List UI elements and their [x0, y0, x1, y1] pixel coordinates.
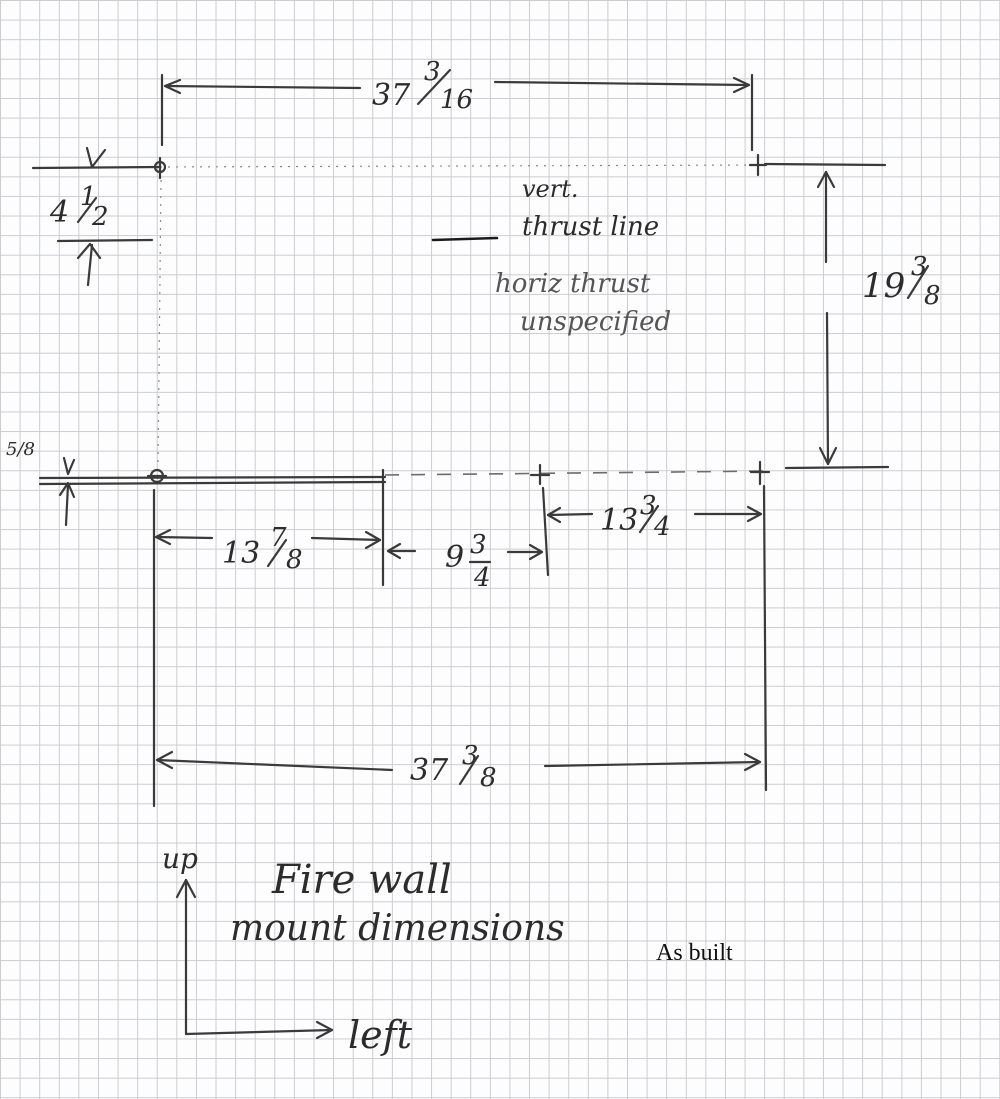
sketch-caption: Fire wall mount dimensions	[230, 857, 565, 949]
left-offset-den: 2	[91, 202, 109, 232]
bottom-left-segment: 13 7 8	[154, 523, 382, 575]
as-built-label: As built	[656, 940, 733, 966]
vert-note-line2: thrust line	[522, 212, 659, 242]
vert-note-line1: vert.	[522, 175, 579, 203]
caption-line2: mount dimensions	[230, 908, 565, 949]
left-vertical-guide	[157, 179, 162, 466]
bottom-right-segment: 13 3 4	[546, 491, 763, 542]
bottom-right-den: 4	[653, 512, 671, 542]
bottom-mid-segment: 9 3 4	[386, 530, 544, 593]
bottom-width-den: 8	[480, 763, 497, 793]
right-extension-line	[762, 484, 768, 792]
vert-thrust-line	[431, 236, 499, 242]
thrust-notes: vert. thrust line horiz thrust unspecifi…	[495, 175, 671, 337]
bottom-left-den: 8	[286, 545, 303, 575]
top-width-den: 16	[440, 85, 473, 115]
bottom-right-whole: 13	[600, 503, 638, 538]
bottom-mid-den: 4	[473, 563, 491, 593]
orientation-axes: up left	[162, 842, 413, 1057]
small-offset-dimension: 5/8	[6, 439, 76, 527]
left-offset-dimension: 4 1 2	[49, 182, 154, 287]
top-width-dimension: 37 3 16	[160, 57, 754, 152]
bottom-mid-num: 3	[470, 530, 487, 560]
bottom-mid-whole: 9	[445, 540, 464, 575]
vertical-spacing-dimension: 19 3 8	[784, 170, 941, 470]
lower-mount-line	[38, 460, 771, 486]
upper-mount-line	[31, 146, 887, 180]
axis-left-label: left	[348, 1013, 413, 1057]
top-width-num: 3	[424, 57, 441, 87]
bottom-width-whole: 37	[410, 753, 449, 788]
axis-up-label: up	[162, 842, 198, 875]
vertical-spacing-den: 8	[924, 281, 941, 311]
top-width-whole: 37	[372, 78, 411, 113]
left-offset-whole: 4	[49, 195, 69, 230]
bottom-left-num: 7	[270, 523, 287, 553]
small-offset-label: 5/8	[6, 439, 35, 460]
bottom-left-whole: 13	[222, 536, 260, 571]
horiz-note-line2: unspecified	[520, 307, 671, 337]
vertical-spacing-whole: 19	[862, 266, 905, 306]
bottom-width-dimension: 37 3 8	[155, 741, 762, 793]
vertical-spacing-num: 3	[911, 252, 928, 282]
horiz-note-line1: horiz thrust	[495, 269, 651, 299]
mid-right-extension-line	[541, 486, 550, 577]
caption-line1: Fire wall	[271, 857, 452, 903]
